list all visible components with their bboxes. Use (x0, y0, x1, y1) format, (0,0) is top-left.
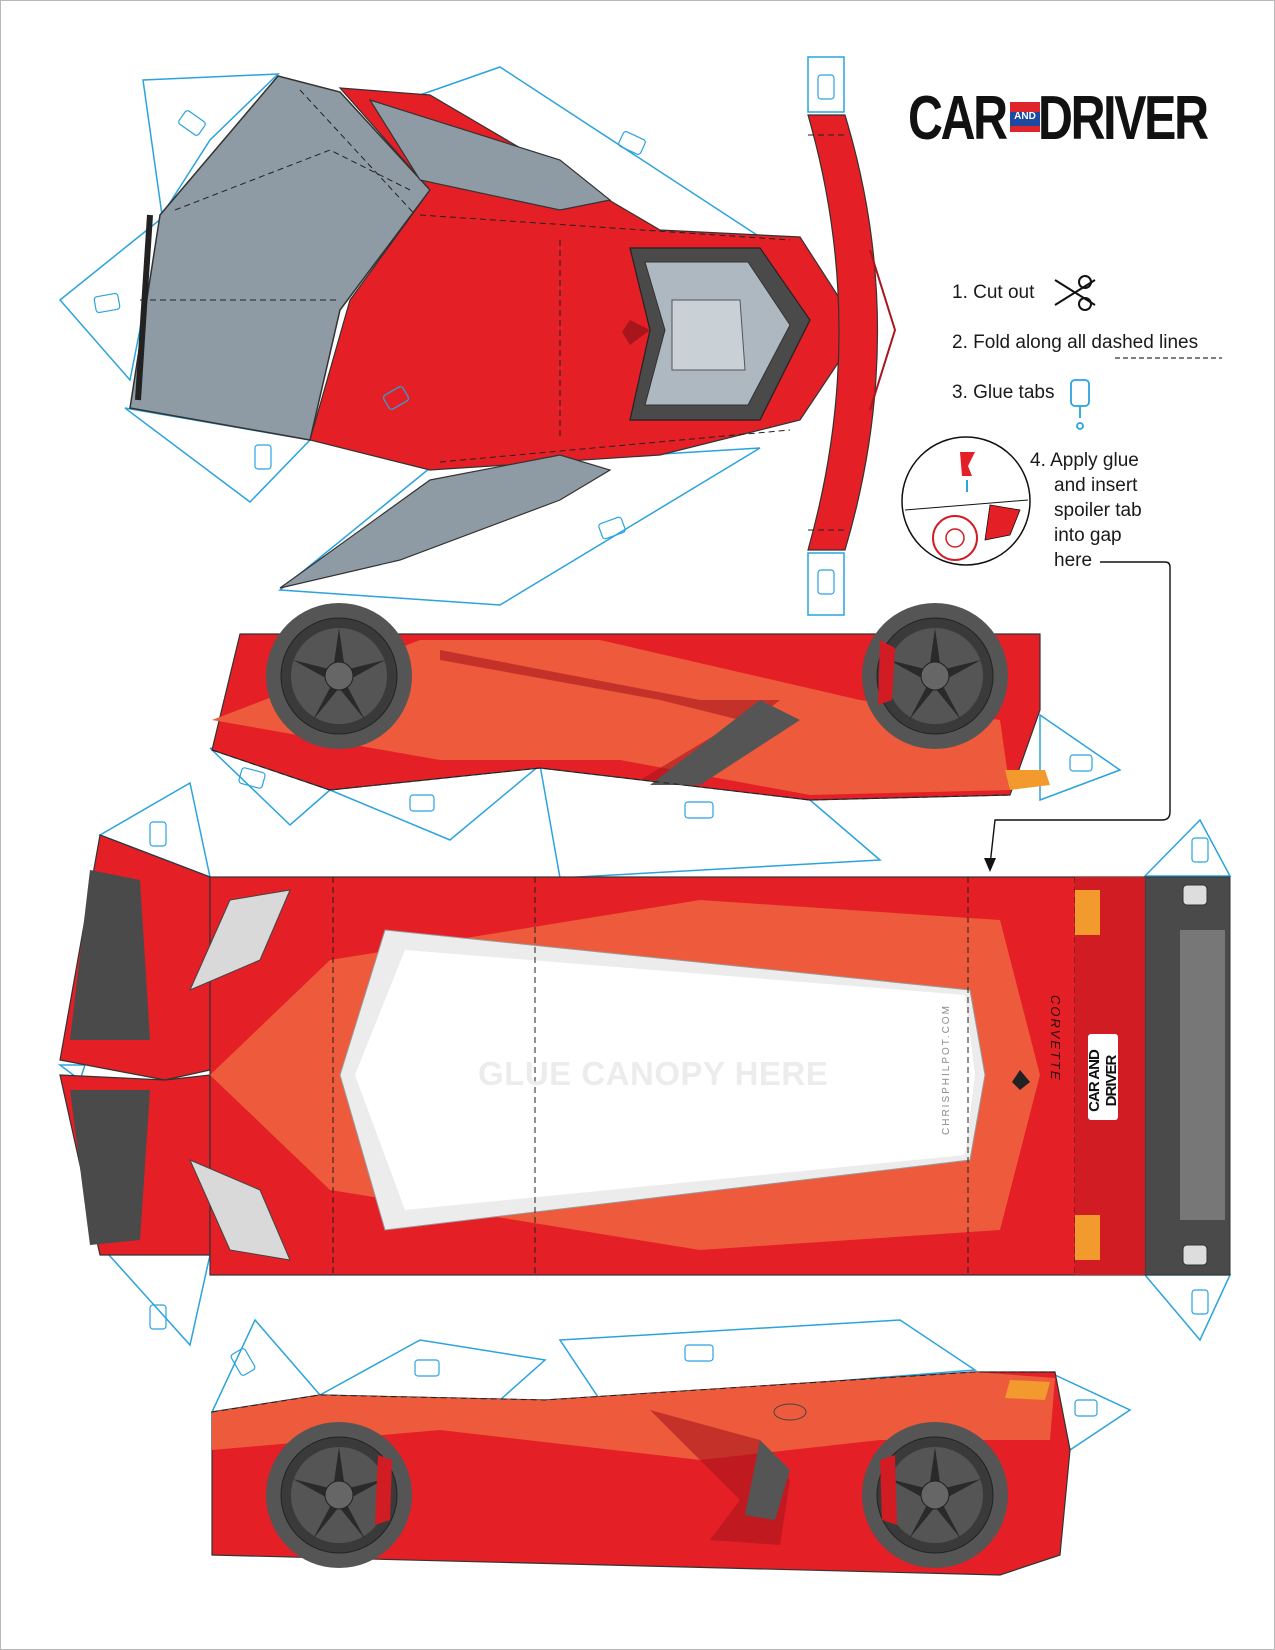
wheel (266, 603, 412, 749)
step-number: 2. (952, 332, 968, 353)
instruction-step-1: 1. Cut out (952, 280, 1034, 305)
spoiler-strip (807, 114, 879, 551)
instruction-step-2: 2. Fold along all dashed lines (952, 330, 1198, 355)
main-body (57, 781, 1232, 1347)
wheel (266, 1422, 412, 1568)
glue-tab (317, 1339, 547, 1401)
glue-tab (807, 56, 845, 113)
logo-and-box: AND (1010, 102, 1040, 132)
glue-tab (807, 552, 845, 616)
headlight (189, 889, 291, 991)
step-line: here (1054, 550, 1093, 571)
artist-credit: CHRISPHILPOT.COM (941, 1004, 952, 1135)
side-window (368, 98, 612, 211)
logo-text-and: AND (1014, 111, 1036, 122)
step-number: 4. (1030, 450, 1046, 471)
step-number: 1. (952, 282, 968, 303)
instruction-step-3: 3. Glue tabs (952, 380, 1054, 405)
windshield (129, 75, 431, 441)
step-line: Apply glue (1050, 450, 1139, 471)
spoiler-detail-icon (901, 436, 1031, 566)
canopy-piece (58, 66, 861, 606)
glue-tab (142, 73, 280, 218)
wheel (862, 1422, 1008, 1568)
instruction-step-4: 4. Apply glue and insert spoiler tab int… (1030, 448, 1142, 573)
step-text: Cut out (973, 282, 1035, 303)
step-number: 3. (952, 382, 968, 403)
glue-tab (98, 1244, 211, 1347)
glue-bottle-marks (93, 74, 1209, 1417)
glue-tab (1143, 1274, 1232, 1342)
glue-tab (1039, 713, 1122, 802)
plate-badge: CAR AND DRIVER (1086, 1034, 1120, 1120)
car-and-driver-logo: CAR AND DRIVER (908, 86, 1213, 152)
scissors-icon (1054, 275, 1096, 311)
step-text: Fold along all dashed lines (973, 332, 1199, 353)
glue-canopy-label: GLUE CANOPY HERE (478, 1055, 829, 1092)
logo-text-driver: DRIVER (1038, 84, 1209, 153)
logo-text-car: CAR (908, 84, 1008, 153)
glue-tab (558, 1319, 978, 1401)
wheel (862, 603, 1008, 749)
step-line: spoiler tab (1054, 500, 1142, 521)
model-name: CORVETTE (1048, 995, 1063, 1082)
headlight (189, 1159, 291, 1261)
leader-arrow (989, 561, 1171, 866)
step-line: and insert (1054, 475, 1138, 496)
side-piece-lower (210, 1318, 1132, 1576)
logo-and-blue (1010, 112, 1040, 126)
step-text: Glue tabs (973, 382, 1055, 403)
side-piece-upper (209, 603, 1122, 879)
plate-badge-text: CAR AND DRIVER (1086, 1050, 1120, 1112)
glue-tab (1143, 818, 1232, 877)
spoiler-piece (807, 56, 897, 616)
glue-bottle-icon (1070, 379, 1090, 430)
side-window (279, 454, 612, 589)
step-line: into gap (1054, 525, 1122, 546)
